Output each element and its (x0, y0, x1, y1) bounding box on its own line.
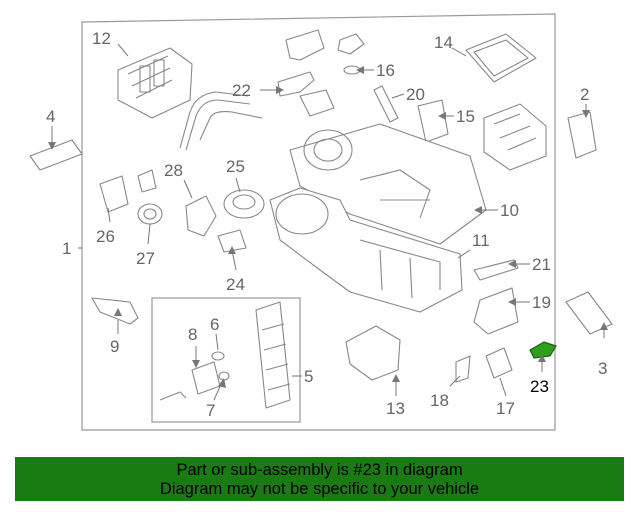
callout-8: 8 (188, 325, 197, 344)
part-15-actuator (417, 99, 449, 143)
callout-4: 4 (46, 107, 55, 126)
callout-6: 6 (210, 315, 219, 334)
banner-line-2: Diagram may not be specific to your vehi… (159, 480, 480, 498)
part-26-motor (99, 175, 129, 213)
callout-10: 10 (500, 201, 519, 220)
callout-27: 27 (136, 249, 155, 268)
part-12-heater-housing (117, 47, 193, 119)
part-4-filter (29, 139, 83, 171)
part-28-actuator (185, 195, 217, 237)
part-9-duct (91, 297, 139, 325)
part-11-lower-case (269, 187, 463, 313)
callout-5: 5 (304, 367, 313, 386)
callout-13: 13 (386, 399, 405, 418)
main-frame (81, 13, 556, 431)
callout-12: 12 (92, 29, 111, 48)
part-door-block (483, 103, 547, 171)
callout-18: 18 (430, 391, 449, 410)
part-19-door (473, 287, 519, 335)
callout-25: 25 (226, 157, 245, 176)
part-heater-tubes (179, 91, 263, 151)
callout-11: 11 (472, 231, 490, 250)
part-20-tube (373, 85, 399, 123)
part-21-seal (473, 259, 519, 281)
callout-15: 15 (456, 107, 475, 126)
sub-frame (151, 297, 301, 423)
callout-9: 9 (110, 337, 119, 356)
callout-3: 3 (598, 359, 607, 378)
callout-7: 7 (206, 401, 215, 420)
part-13-duct (345, 325, 401, 381)
part-25-blower (223, 189, 265, 219)
callout-19: 19 (532, 293, 551, 312)
banner-line-1: Part or sub-assembly is #23 in diagram (176, 461, 463, 479)
callout-24: 24 (226, 275, 245, 294)
part-2-seal (567, 111, 597, 159)
callout-16: 16 (376, 61, 395, 80)
part-17-actuator (485, 347, 513, 379)
part-24-resistor (217, 229, 247, 253)
part-22-bracket (277, 29, 335, 117)
part-18-clip (455, 355, 471, 383)
part-14-filter-frame (465, 33, 537, 83)
info-banner: Part or sub-assembly is #23 in diagram D… (15, 457, 624, 501)
callout-17: 17 (496, 399, 515, 418)
part-clip (337, 33, 365, 55)
callout-22: 22 (232, 81, 251, 100)
callout-26: 26 (96, 227, 115, 246)
callout-1: 1 (62, 239, 71, 258)
leader-lines (51, 43, 605, 401)
callout-20: 20 (406, 85, 425, 104)
part-5-evaporator (255, 301, 291, 409)
callout-28: 28 (164, 161, 183, 180)
part-6-seal (211, 351, 225, 361)
part-27-gear (137, 203, 163, 225)
part-23-highlighted (529, 341, 557, 359)
leader-arrows (48, 66, 608, 388)
part-3-seal (565, 291, 613, 335)
part-8-wire (159, 391, 187, 401)
callout-21: 21 (532, 255, 551, 274)
part-small-bracket (137, 169, 157, 193)
callout-14: 14 (434, 33, 453, 52)
callout-23: 23 (530, 377, 549, 396)
callout-2: 2 (580, 85, 589, 104)
